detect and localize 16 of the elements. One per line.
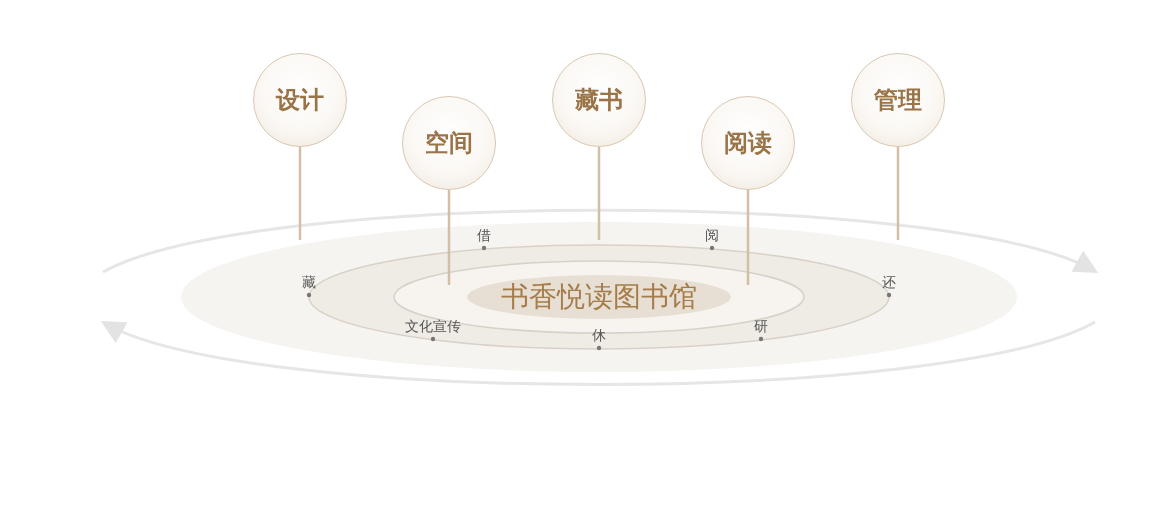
topic-circle: 空间 — [402, 96, 496, 190]
topic-circle: 管理 — [851, 53, 945, 147]
leader-line — [597, 147, 601, 240]
ring-label: 借 — [477, 227, 491, 243]
ring-label: 阅 — [705, 227, 719, 243]
leader-line — [298, 147, 302, 240]
ring-label: 研 — [754, 318, 768, 334]
ring-label: 藏 — [302, 274, 316, 290]
ring-label: 还 — [882, 274, 896, 290]
leader-line — [896, 147, 900, 240]
leader-line — [447, 190, 451, 285]
leader-line — [746, 190, 750, 285]
topic-circle: 藏书 — [552, 53, 646, 147]
ring-label: 文化宣传 — [405, 318, 461, 334]
topic-circle: 阅读 — [701, 96, 795, 190]
topic-circle: 设计 — [253, 53, 347, 147]
